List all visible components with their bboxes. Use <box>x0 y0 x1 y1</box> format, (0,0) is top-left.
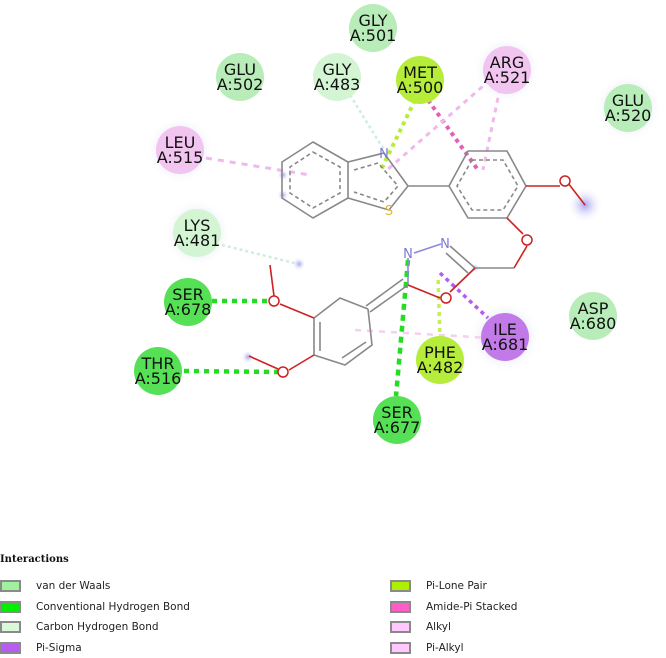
legend-label: Carbon Hydrogen Bond <box>36 621 159 633</box>
residue-position: A:516 <box>135 369 182 388</box>
swatch-van-der-waals <box>0 580 21 592</box>
legend-label: Conventional Hydrogen Bond <box>36 601 190 613</box>
swatch-pi-alkyl <box>390 642 411 654</box>
legend-label: Pi-Sigma <box>36 642 82 654</box>
swatch-alkyl <box>390 621 411 633</box>
accessibility-glows <box>241 169 603 364</box>
legend-label: Alkyl <box>426 621 451 633</box>
swatch-conventional-hydrogen-bond <box>0 601 21 613</box>
atom-n3: N <box>440 237 450 252</box>
atom-s: S <box>385 204 393 219</box>
residue-position: A:481 <box>174 231 221 250</box>
swatch-pi-lone-pair <box>390 580 411 592</box>
legend-label: van der Waals <box>36 580 110 592</box>
legend-item-pi-alkyl: Pi-Alkyl <box>390 638 517 658</box>
residue-position: A:500 <box>397 78 444 97</box>
legend-item-pi-lone-pair: Pi-Lone Pair <box>390 576 517 597</box>
swatch-carbon-hydrogen-bond <box>0 621 21 633</box>
legend-label: Amide-Pi Stacked <box>426 601 517 613</box>
legend-label: Pi-Lone Pair <box>426 580 487 592</box>
legend: Interactions van der Waals Conventional … <box>0 554 666 654</box>
legend-column-right: Pi-Lone Pair Amide-Pi Stacked Alkyl Pi-A… <box>390 576 517 658</box>
atom-n2: N <box>403 247 413 262</box>
residue-position: A:501 <box>350 26 397 45</box>
residue-position: A:482 <box>417 358 464 377</box>
legend-title: Interactions <box>0 554 69 565</box>
residue-position: A:483 <box>314 75 361 94</box>
legend-item-alkyl: Alkyl <box>390 617 517 638</box>
swatch-pi-sigma <box>0 642 21 654</box>
legend-item-van-der-waals: van der Waals <box>0 576 190 597</box>
residue-position: A:515 <box>157 148 204 167</box>
residue-position: A:681 <box>482 335 529 354</box>
swatch-amide-pi-stacked <box>390 601 411 613</box>
residue-position: A:502 <box>217 75 264 94</box>
residue-position: A:680 <box>570 314 617 333</box>
residue-position: A:678 <box>165 300 212 319</box>
legend-item-carbon-hydrogen-bond: Carbon Hydrogen Bond <box>0 617 190 638</box>
residue-position: A:520 <box>605 106 652 125</box>
legend-item-amide-pi-stacked: Amide-Pi Stacked <box>390 597 517 618</box>
legend-column-left: van der Waals Conventional Hydrogen Bond… <box>0 576 190 658</box>
residue-position: A:521 <box>484 68 531 87</box>
residue-position: A:677 <box>374 418 421 437</box>
legend-item-conventional-hydrogen-bond: Conventional Hydrogen Bond <box>0 597 190 618</box>
atom-n1: N <box>379 147 389 162</box>
legend-item-pi-sigma: Pi-Sigma <box>0 638 190 658</box>
legend-label: Pi-Alkyl <box>426 642 464 654</box>
